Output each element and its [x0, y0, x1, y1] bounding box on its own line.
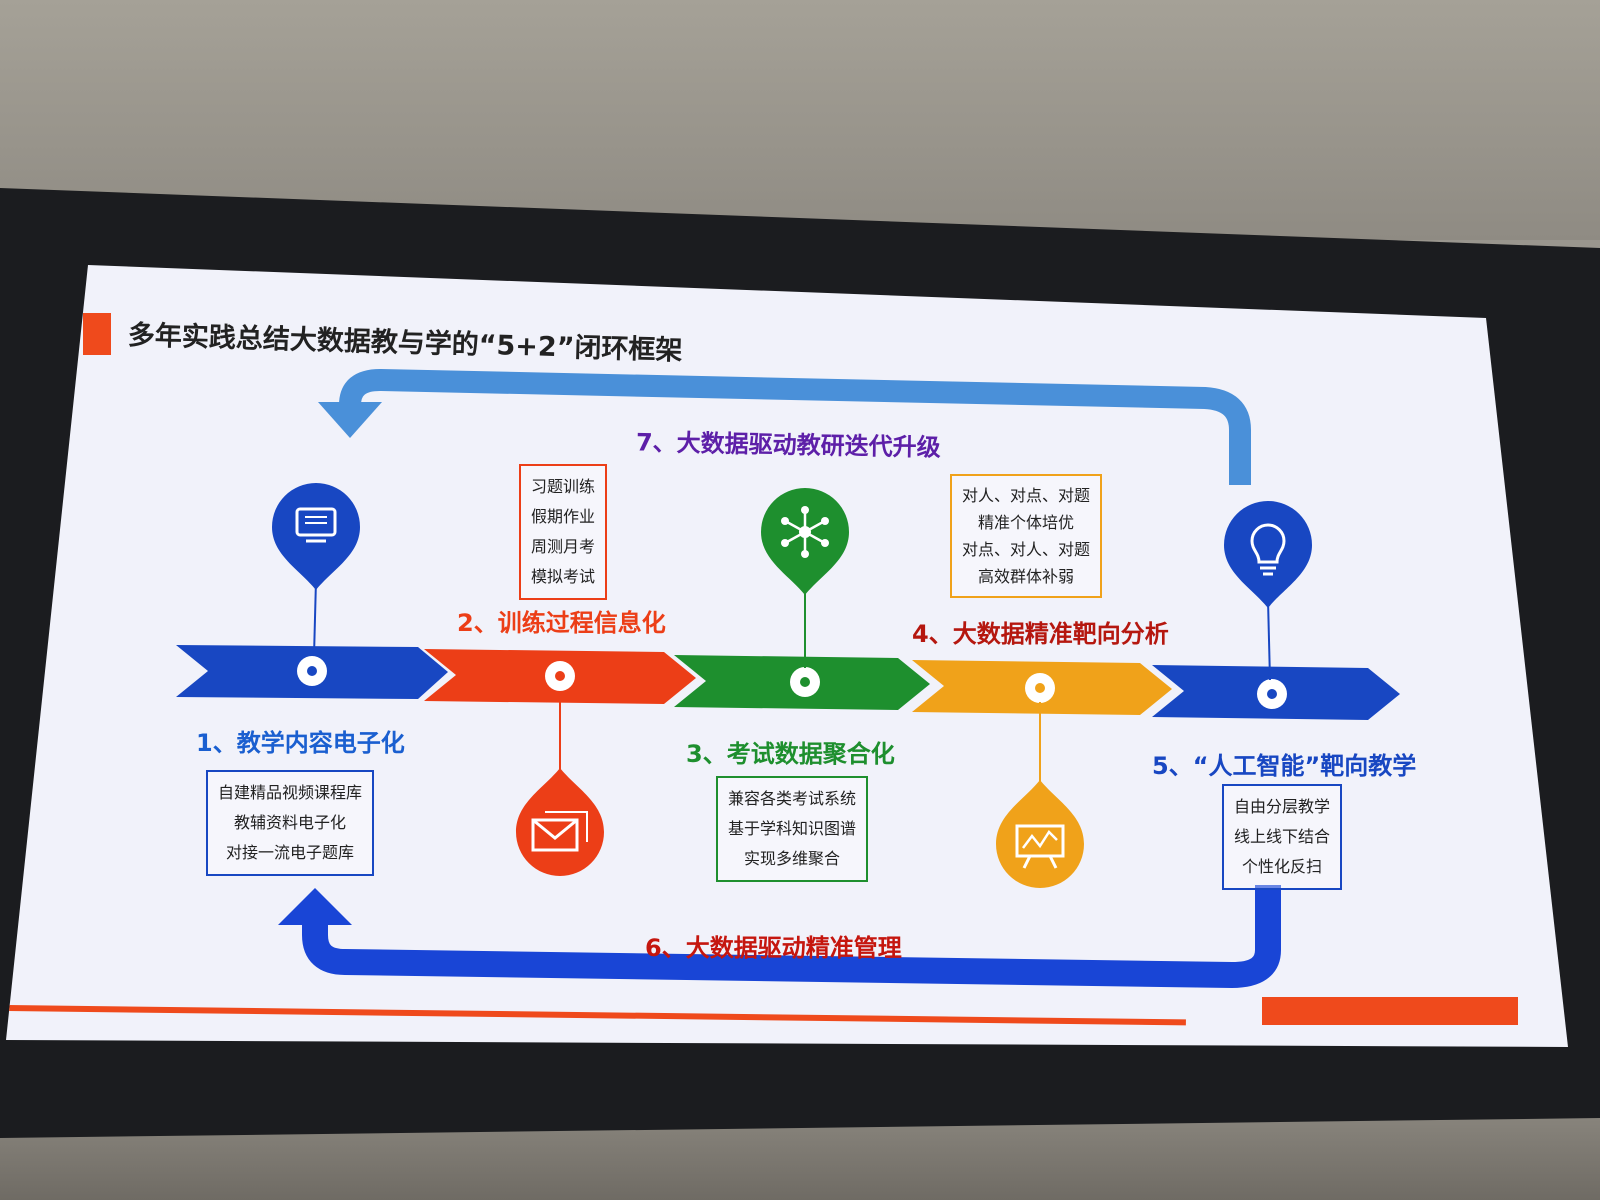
- step-3-label: 3、考试数据聚合化: [686, 740, 895, 768]
- step-2-item: 模拟考试: [531, 567, 596, 586]
- top-loop-label: 7、大数据驱动教研迭代升级: [635, 428, 941, 462]
- step-4-box: 对人、对点、对题 精准个体培优 对点、对人、对题 高效群体补弱: [950, 474, 1103, 598]
- step-3-item: 基于学科知识图谱: [728, 819, 857, 838]
- step-3-box: 兼容各类考试系统 基于学科知识图谱 实现多维聚合: [716, 776, 869, 882]
- step-1-box: 自建精品视频课程库 教辅资料电子化 对接一流电子题库: [206, 770, 375, 876]
- step-4-label: 4、大数据精准靶向分析: [912, 620, 1169, 648]
- top-loop-arrow: [339, 369, 1251, 485]
- step-5-box: 自由分层教学 线上线下结合 个性化反扫: [1222, 784, 1343, 890]
- title-accent-bar: [83, 313, 111, 355]
- step-4-item: 对点、对人、对题: [962, 540, 1091, 559]
- step-5-item: 个性化反扫: [1242, 857, 1323, 876]
- step-5-item: 自由分层教学: [1234, 797, 1331, 816]
- step-1-label: 1、教学内容电子化: [196, 729, 405, 757]
- mail-icon: [516, 768, 604, 876]
- step-5-label: 5、“人工智能”靶向教学: [1152, 752, 1417, 780]
- chart-board-icon: [996, 780, 1084, 888]
- step-2-item: 假期作业: [531, 507, 596, 526]
- footer-accent-bar: [1262, 997, 1518, 1025]
- step-5-item: 线上线下结合: [1234, 827, 1331, 846]
- pin-connectors: [313, 579, 1271, 782]
- bottom-loop-label: 6、大数据驱动精准管理: [645, 934, 902, 962]
- top-loop-arrowhead: [318, 402, 382, 438]
- step-4-item: 对人、对点、对题: [962, 486, 1091, 505]
- network-icon: [761, 488, 849, 595]
- step-1-item: 对接一流电子题库: [226, 843, 355, 862]
- step-1-item: 教辅资料电子化: [234, 813, 347, 832]
- bottom-loop-arrow: [302, 885, 1281, 988]
- step-2-label: 2、训练过程信息化: [457, 609, 666, 637]
- step-4-item: 精准个体培优: [978, 513, 1075, 532]
- monitor-icon: [271, 482, 360, 590]
- step-4-item: 高效群体补弱: [978, 567, 1075, 586]
- chevron-node-dots: [297, 656, 1287, 709]
- step-2-box: 习题训练 假期作业 周测月考 模拟考试: [519, 464, 608, 600]
- step-2-item: 周测月考: [531, 537, 596, 556]
- lightbulb-icon: [1224, 501, 1312, 608]
- step-3-item: 兼容各类考试系统: [728, 789, 857, 808]
- step-1-item: 自建精品视频课程库: [218, 783, 363, 802]
- bottom-loop-arrowhead: [278, 888, 352, 925]
- step-2-item: 习题训练: [531, 477, 596, 496]
- step-3-item: 实现多维聚合: [744, 849, 841, 868]
